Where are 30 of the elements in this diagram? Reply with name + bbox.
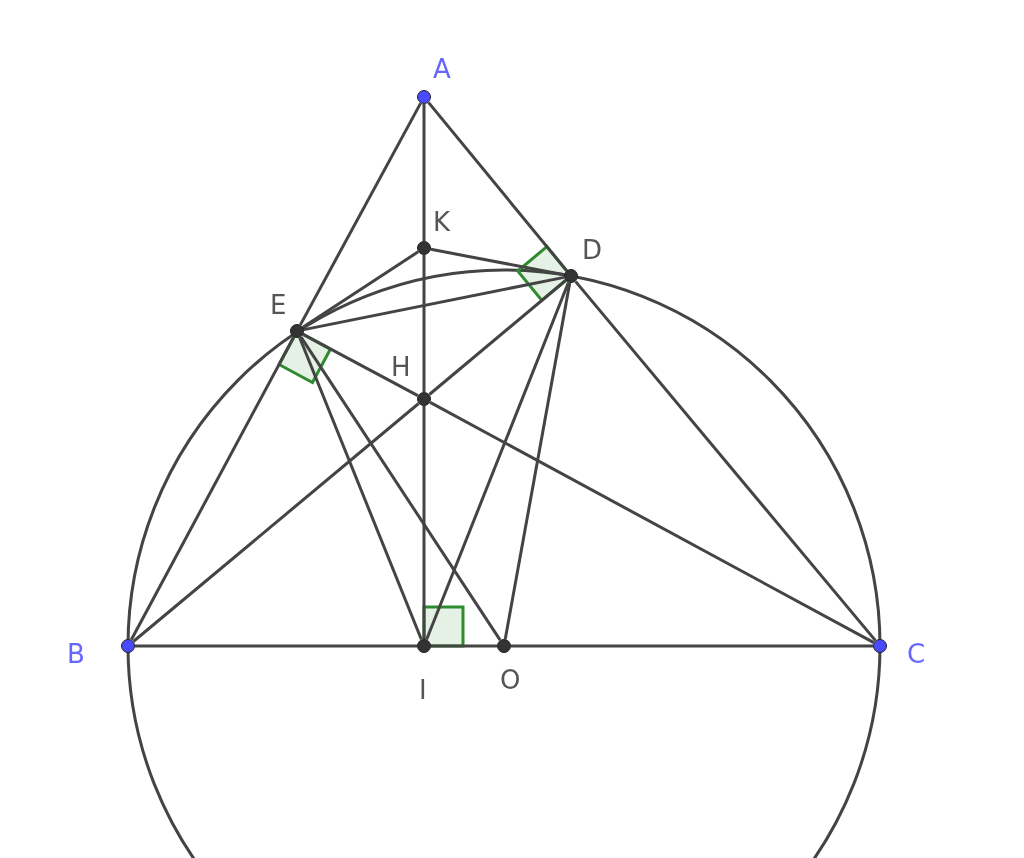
line-segment bbox=[299, 336, 502, 641]
point-label: A bbox=[433, 56, 451, 82]
point-label: E bbox=[270, 292, 287, 318]
line-segment bbox=[511, 644, 873, 648]
line-segment bbox=[422, 104, 426, 241]
line-segment bbox=[431, 644, 497, 648]
line-segment bbox=[132, 402, 420, 643]
line-segment bbox=[299, 102, 422, 326]
line-segment bbox=[302, 332, 419, 398]
point-label: C bbox=[907, 641, 926, 667]
point-label: O bbox=[500, 667, 521, 693]
point-label: I bbox=[419, 677, 427, 703]
line-segment bbox=[429, 401, 875, 644]
line-segment bbox=[422, 406, 426, 639]
line-segment bbox=[298, 336, 423, 641]
line-segment bbox=[303, 275, 565, 332]
point-label: K bbox=[433, 209, 451, 235]
line-segment bbox=[302, 250, 419, 329]
point-label: D bbox=[582, 237, 603, 263]
line-segment bbox=[425, 281, 570, 641]
line-segment bbox=[503, 282, 572, 640]
line-segment bbox=[130, 336, 295, 641]
line-segment bbox=[135, 644, 417, 648]
point-label: B bbox=[67, 641, 85, 667]
line-segment bbox=[428, 279, 567, 396]
line-segment bbox=[422, 255, 426, 392]
line-segment bbox=[574, 280, 877, 642]
line-segment bbox=[427, 101, 568, 272]
point-label: H bbox=[391, 354, 411, 380]
line-segment bbox=[430, 247, 565, 277]
